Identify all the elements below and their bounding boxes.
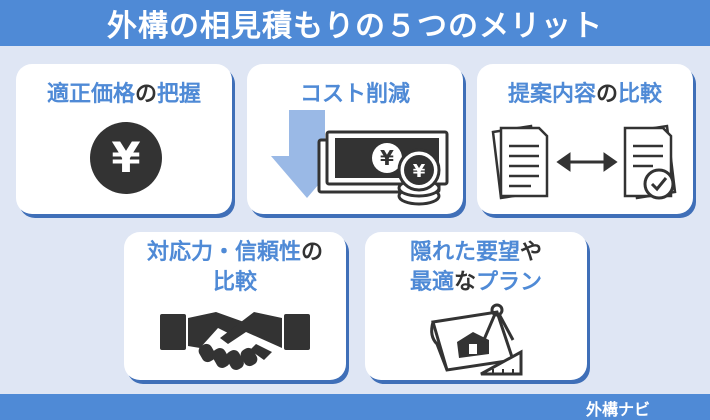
title-plain: の [595,82,618,107]
card-proposal-comparison: 提案内容の比較 [477,64,693,214]
money-down-arrow-icon: ¥ ¥ [271,110,449,206]
yen-symbol: ¥ [111,133,140,182]
documents-compare-icon [491,124,677,200]
title-plain: の [134,82,157,107]
title-accent: 隠れた要望 [409,240,520,265]
card-fair-price: 適正価格の把握 ¥ [16,64,232,214]
card-trust-comparison: 対応力・信頼性の 比較 [124,232,346,380]
yen-coin-icon: ¥ [90,122,162,194]
title-plain: の [301,240,324,265]
title-plain: や [520,240,543,265]
card-title: 提案内容の比較 [477,80,693,110]
handshake-icon [160,312,310,370]
bill-yen-symbol: ¥ [380,146,394,170]
card-cost-reduction: コスト削減 ¥ ¥ [247,64,463,214]
blueprint-compass-icon [430,303,523,376]
coin-yen-symbol: ¥ [413,161,426,182]
title-accent: 対応力・信頼性 [146,240,301,265]
card-title: 適正価格の把握 [16,80,232,110]
title-plain: な [453,270,476,295]
title-accent: 提案内容 [507,82,596,107]
title-accent: 比較 [618,82,663,107]
title-accent: 比較 [212,270,257,295]
card-title: 対応力・信頼性の 比較 [124,238,346,298]
page-title: 外構の相見積もりの５つのメリット [107,9,603,44]
card-title: コスト削減 [247,80,463,110]
title-accent: 適正価格 [46,82,135,107]
title-accent: 最適 [409,270,454,295]
header-banner: 外構の相見積もりの５つのメリット [0,0,710,46]
brand-name: 外構ナビ [585,400,650,419]
title-accent: プラン [476,270,543,295]
card-hidden-needs-plan: 隠れた要望や 最適なプラン [365,232,587,380]
title-accent: コスト削減 [299,82,410,107]
title-accent: 把握 [157,82,202,107]
card-title: 隠れた要望や 最適なプラン [365,238,587,298]
footer-bar: 外構ナビ [0,394,710,420]
